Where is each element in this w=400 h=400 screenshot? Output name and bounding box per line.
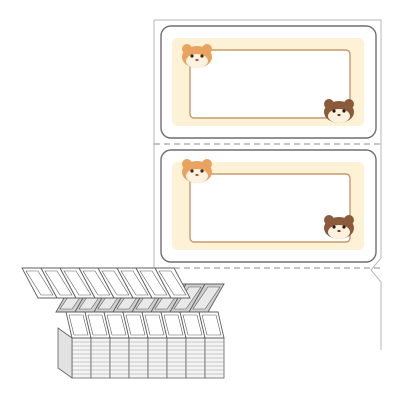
- fanfold-label-stack: [21, 267, 225, 379]
- stacked-label-inner: [106, 314, 127, 336]
- writing-area: [189, 49, 351, 119]
- orange-hamster-icon: [182, 159, 212, 183]
- stack-side: [57, 327, 73, 379]
- top-flap-label-inner: [82, 270, 111, 296]
- writing-area: [189, 173, 351, 243]
- top-flap-label-inner: [101, 270, 130, 296]
- top-flap-label-inner: [25, 270, 54, 296]
- top-flap-label-inner: [158, 270, 187, 296]
- stacked-label-inner: [201, 314, 222, 336]
- stacked-label-inner: [125, 314, 146, 336]
- stacked-label-inner: [182, 314, 203, 336]
- label-card: [160, 25, 377, 139]
- folded-label-inner: [192, 286, 221, 310]
- stacked-label-inner: [68, 314, 89, 336]
- top-flap-label-inner: [44, 270, 73, 296]
- label-card: [160, 149, 377, 263]
- top-flap-label-inner: [120, 270, 149, 296]
- top-flap-label-inner: [63, 270, 92, 296]
- top-flap-label-inner: [139, 270, 168, 296]
- stacked-label-inner: [163, 314, 184, 336]
- brown-hamster-icon: [324, 215, 354, 239]
- brown-hamster-icon: [324, 99, 354, 123]
- stacked-label-inner: [87, 314, 108, 336]
- orange-hamster-icon: [182, 44, 212, 68]
- stacked-label-inner: [144, 314, 165, 336]
